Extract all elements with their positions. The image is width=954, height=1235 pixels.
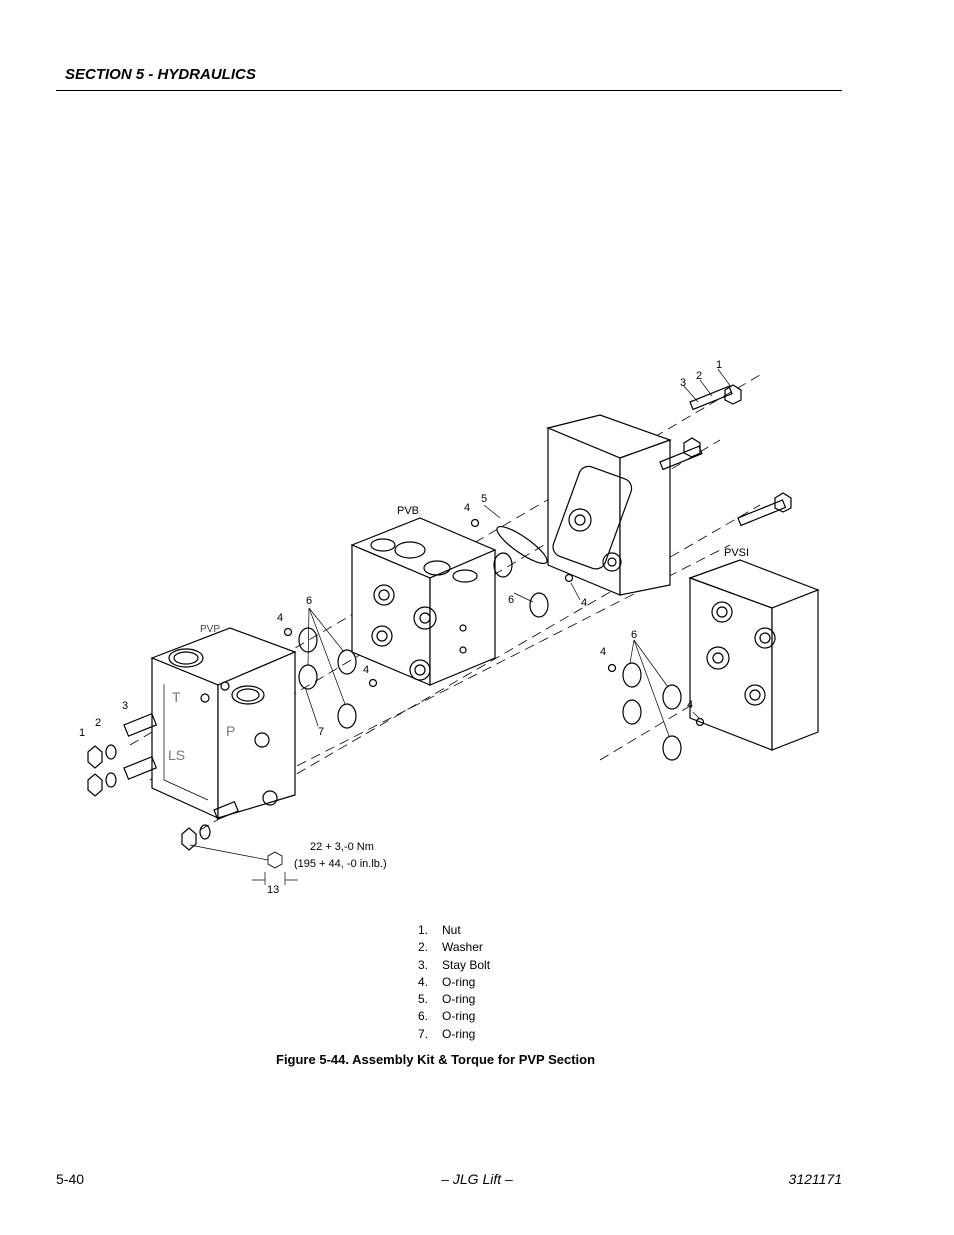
page-number: 5-40 [56, 1171, 85, 1187]
legend-item: 2.Washer [418, 940, 483, 955]
callout-1-right: 1 [716, 359, 722, 371]
pvb-block [350, 517, 497, 686]
callout-7: 7 [318, 726, 324, 738]
callout-2-right: 2 [696, 370, 702, 382]
pvsi-block [688, 559, 820, 751]
legend-item: 6.O-ring [418, 1009, 476, 1024]
pvp-label: PVP [200, 624, 220, 635]
pvp-block [150, 627, 297, 819]
legend-item: 5.O-ring [418, 992, 476, 1007]
legend-item: 4.O-ring [418, 974, 476, 989]
end-plate [546, 414, 672, 596]
callout-1-left: 1 [79, 727, 85, 739]
legend-item: 3.Stay Bolt [418, 957, 491, 972]
exploded-assembly-figure: PVP PVB PVSI T P LS 22 + 3,-0 Nm (195 + … [0, 340, 954, 910]
port-t-label: T [172, 689, 181, 705]
pvb-label: PVB [397, 505, 419, 517]
torque-value-inlb: (195 + 44, -0 in.lb.) [294, 858, 387, 870]
callout-4-pvp: 4 [277, 612, 283, 624]
left-fasteners [87, 712, 239, 851]
o-rings [283, 518, 705, 761]
callout-4-mid: 4 [581, 597, 587, 609]
callout-3-right: 3 [680, 377, 686, 389]
section-title: SECTION 5 - HYDRAULICS [65, 66, 256, 83]
callout-3-left: 3 [122, 700, 128, 712]
port-p-label: P [226, 723, 235, 739]
pvsi-label: PVSI [724, 547, 749, 559]
callout-4-right: 4 [600, 646, 606, 658]
callout-4-pvb: 4 [363, 664, 369, 676]
callout-2-left: 2 [95, 717, 101, 729]
torque-value: 22 + 3,-0 Nm [310, 841, 374, 853]
parts-legend: 1.Nut 2.Washer 3.Stay Bolt 4.O-ring 5.O-… [418, 922, 490, 1043]
callout-5: 5 [481, 493, 487, 505]
callout-6-mid: 6 [508, 594, 514, 606]
callout-6-right: 6 [631, 629, 637, 641]
wrench-size-indicator [252, 851, 298, 885]
leader-lines [189, 368, 732, 861]
callout-6-pvp: 6 [306, 595, 312, 607]
figure-caption: Figure 5-44. Assembly Kit & Torque for P… [276, 1052, 596, 1067]
page-header: SECTION 5 - HYDRAULICS [56, 64, 842, 91]
legend-item: 1.Nut [418, 923, 461, 937]
right-fasteners [659, 384, 792, 527]
footer-brand: – JLG Lift – [441, 1171, 513, 1187]
callout-4-top: 4 [464, 502, 470, 514]
port-ls-label: LS [168, 747, 185, 763]
wrench-size: 13 [267, 884, 279, 896]
legend-item: 7.O-ring [418, 1026, 476, 1041]
document-number: 3121171 [788, 1171, 842, 1187]
callout-4-pvsi: 4 [687, 699, 693, 711]
